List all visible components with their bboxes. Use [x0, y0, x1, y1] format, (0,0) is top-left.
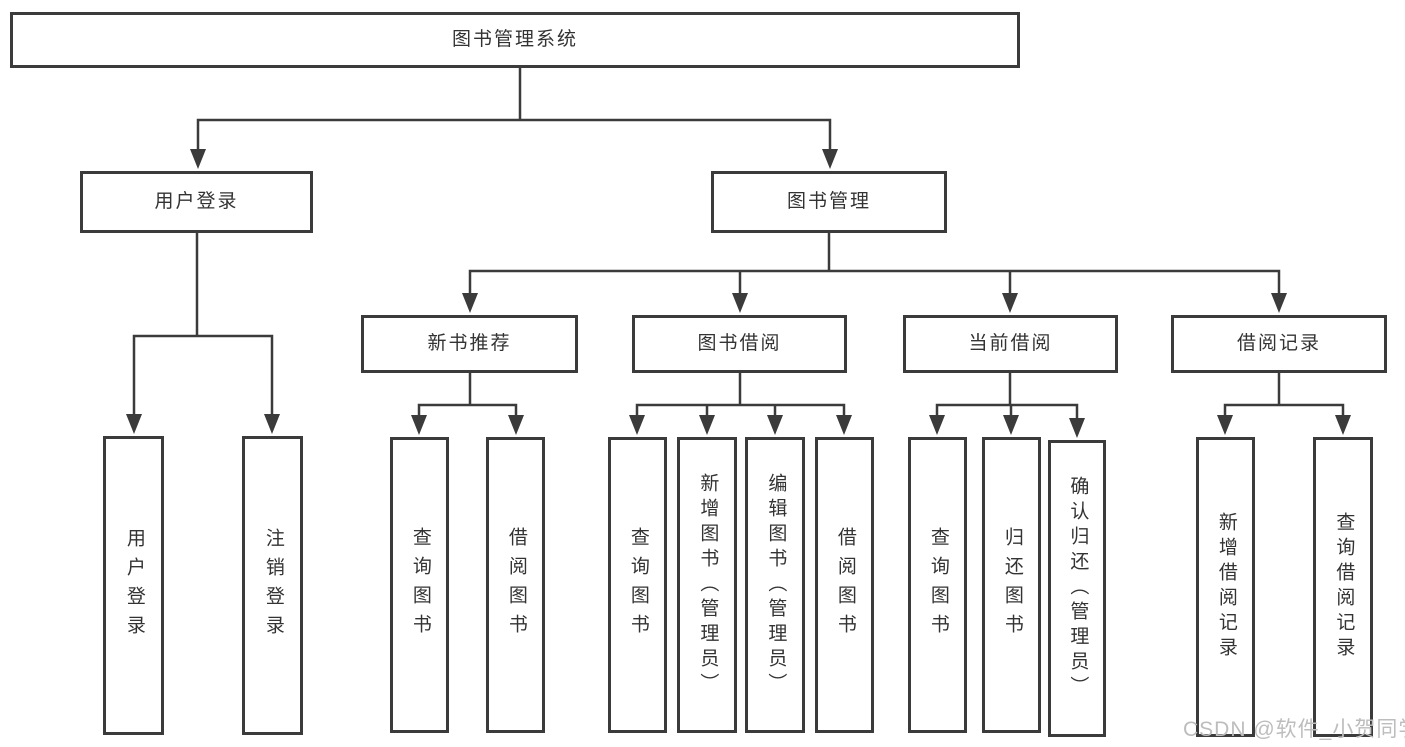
node-new-book-recommend: 新书推荐 [361, 315, 578, 373]
node-logout-action: 注销登录 [242, 436, 303, 735]
node-edit-books-admin: 编辑图书（管理员） [745, 437, 805, 733]
node-borrow-books: 借阅图书 [815, 437, 874, 733]
node-add-books-admin: 新增图书（管理员） [677, 437, 737, 733]
node-query-books-current: 查询图书 [908, 437, 967, 733]
node-query-borrow-record: 查询借阅记录 [1313, 437, 1373, 737]
arrowheads [126, 149, 1351, 438]
node-book-borrow: 图书借阅 [632, 315, 847, 373]
watermark: CSDN @软件_小贺同学 [1183, 718, 1405, 741]
node-library-system: 图书管理系统 [10, 12, 1020, 68]
node-user-login: 用户登录 [80, 171, 313, 233]
node-borrow-records: 借阅记录 [1171, 315, 1387, 373]
node-current-borrow: 当前借阅 [903, 315, 1118, 373]
node-return-books: 归还图书 [982, 437, 1041, 733]
node-book-management: 图书管理 [711, 171, 947, 233]
node-user-login-action: 用户登录 [103, 436, 164, 735]
node-borrow-books-recommend: 借阅图书 [486, 437, 545, 733]
node-add-borrow-record: 新增借阅记录 [1196, 437, 1255, 737]
node-query-books-borrow: 查询图书 [608, 437, 667, 733]
node-confirm-return-admin: 确认归还（管理员） [1048, 440, 1106, 737]
node-query-books-recommend: 查询图书 [390, 437, 449, 733]
